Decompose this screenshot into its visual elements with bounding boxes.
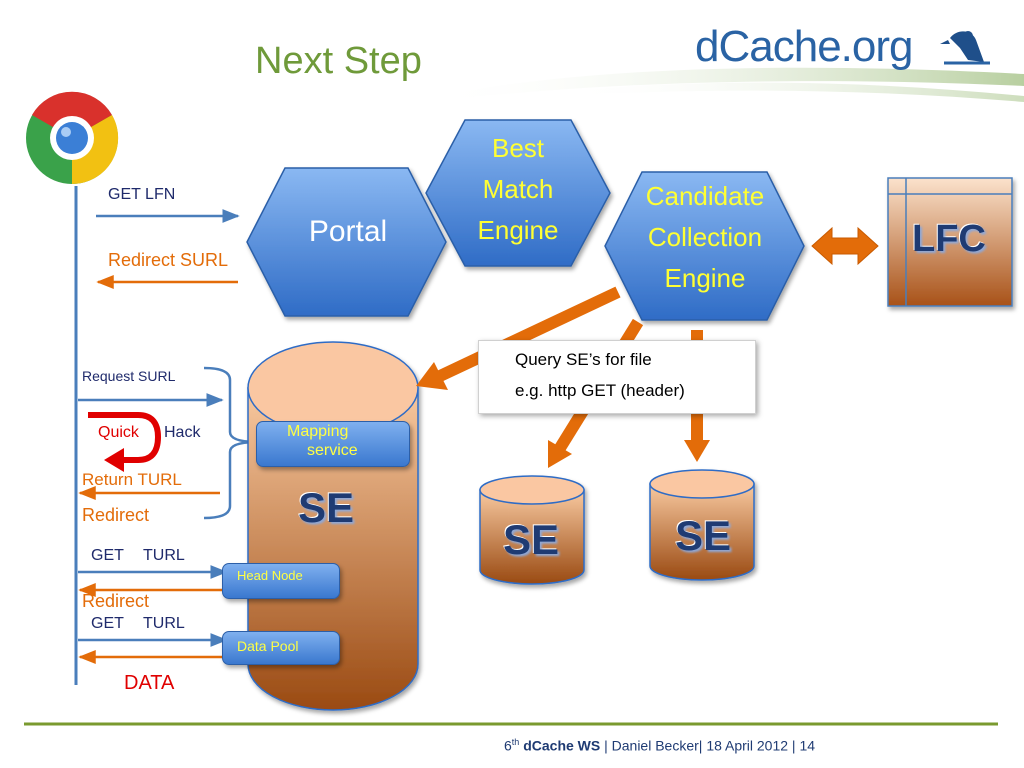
- candidate-hexagon: [604, 171, 805, 321]
- page-title: Next Step: [255, 40, 422, 82]
- se-third-label: SE: [675, 512, 732, 559]
- best-match-hexagon: [425, 119, 611, 267]
- mapping-service-box: Mapping service: [256, 421, 410, 467]
- turl-label-1: TURL: [143, 547, 185, 564]
- get-label-1: GET: [91, 547, 124, 564]
- return-turl-label: Return TURL: [82, 470, 182, 489]
- lfc-box: [887, 177, 1013, 307]
- bird-icon: [940, 31, 990, 65]
- se-third-cylinder: [649, 469, 755, 581]
- redirect-label-2: Redirect: [82, 591, 150, 611]
- redirect-surl-label: Redirect SURL: [108, 250, 229, 270]
- best-match-label: Best Match Engine: [477, 133, 559, 245]
- se-main-label: SE: [298, 484, 355, 531]
- portal-hexagon: [246, 167, 447, 317]
- logo-text: dCache.org: [695, 22, 913, 71]
- header-swoosh: [430, 67, 1024, 102]
- candidate-label: Candidate Collection Engine: [645, 181, 765, 293]
- query-note: Query SE’s for file e.g. http GET (heade…: [478, 340, 756, 414]
- se-second-cylinder: [479, 475, 585, 585]
- portal-label: Portal: [308, 215, 388, 248]
- get-label-2: GET: [91, 615, 124, 632]
- get-lfn-label: GET LFN: [108, 186, 176, 203]
- chrome-icon: [26, 91, 119, 185]
- data-label: DATA: [124, 672, 175, 694]
- data-pool-box: Data Pool: [222, 631, 340, 665]
- lfc-label: LFC: [912, 218, 986, 260]
- se-second-label: SE: [503, 516, 560, 563]
- request-surl-label: Request SURL: [82, 368, 176, 384]
- quick-label: Quick: [98, 424, 139, 441]
- lfc-double-arrow: [811, 226, 879, 266]
- footer-text: 6th dCache WS | Daniel Becker| 18 April …: [504, 737, 816, 754]
- flow-arrows: [78, 209, 240, 664]
- turl-label-2: TURL: [143, 615, 185, 632]
- hack-label: Hack: [164, 424, 201, 441]
- redirect-label-1: Redirect: [82, 505, 150, 525]
- quick-hack-arrow-head: [104, 448, 124, 472]
- quick-hack-arrow: [88, 412, 162, 463]
- head-node-box: Head Node: [222, 563, 340, 599]
- se-main-cylinder: [247, 341, 419, 711]
